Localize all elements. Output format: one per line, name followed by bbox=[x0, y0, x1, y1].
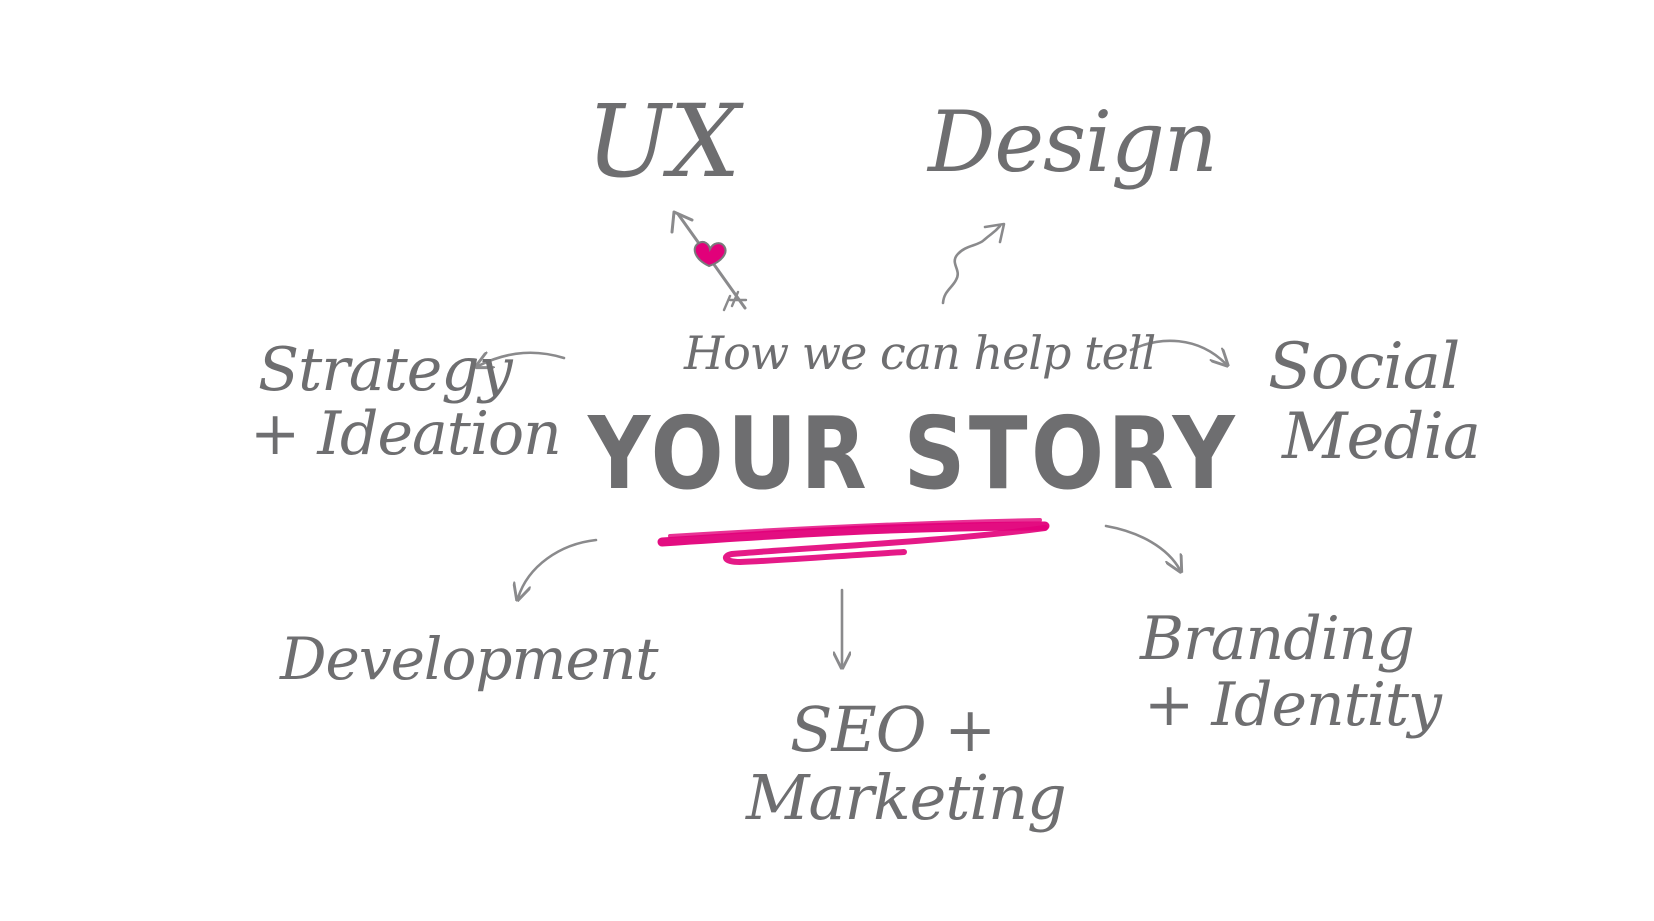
seo-marketing-line-1: SEO + bbox=[790, 693, 996, 766]
design-label: Design bbox=[928, 93, 1218, 191]
strategy-line-2: + Ideation bbox=[250, 399, 562, 469]
brush-underline bbox=[657, 518, 1050, 566]
branding-identity-line-1: Branding bbox=[1140, 604, 1415, 674]
curved-arrow-right-icon bbox=[1129, 339, 1226, 364]
curved-arrow-left-icon bbox=[478, 353, 566, 366]
strategy-label: Strategy + Ideation bbox=[250, 335, 562, 466]
squiggle-arrow-icon bbox=[941, 222, 1006, 305]
curved-arrow-down-left-icon bbox=[518, 538, 598, 598]
strategy-line-1: Strategy bbox=[258, 335, 513, 405]
heart-arrow-icon bbox=[670, 210, 748, 312]
intro-text: How we can help tell bbox=[684, 326, 1156, 380]
headline-your-story: YOUR STORY bbox=[588, 395, 1239, 512]
branding-identity-line-2: + Identity bbox=[1144, 670, 1442, 740]
seo-marketing-label: SEO + Marketing bbox=[746, 693, 1067, 834]
branding-identity-label: Branding + Identity bbox=[1140, 604, 1442, 740]
social-media-line-1: Social bbox=[1268, 330, 1460, 404]
social-media-label: Social Media bbox=[1268, 330, 1481, 474]
social-media-line-2: Media bbox=[1282, 400, 1481, 474]
seo-marketing-line-2: Marketing bbox=[746, 761, 1067, 834]
ux-label: UX bbox=[586, 83, 740, 200]
development-label: Development bbox=[280, 625, 658, 693]
curved-arrow-down-right-icon bbox=[1104, 524, 1180, 570]
